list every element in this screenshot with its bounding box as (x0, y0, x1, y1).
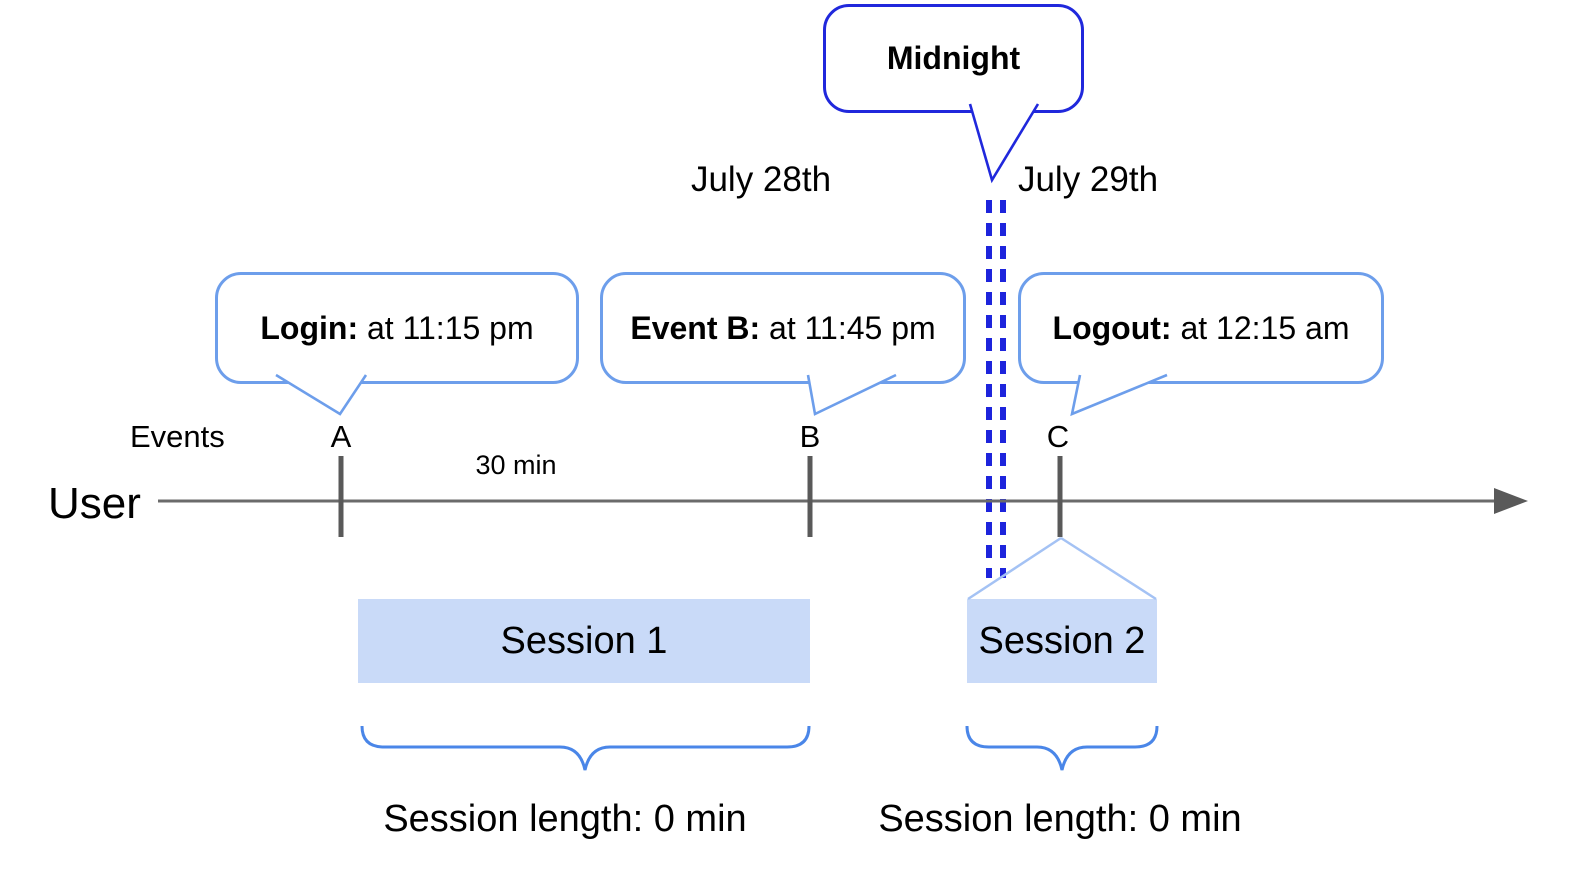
login-time: at 11:15 pm (358, 309, 534, 346)
logout-callout-bubble: Logout: at 12:15 am (1018, 272, 1384, 384)
timeline-arrowhead-icon (1494, 488, 1528, 514)
session-2-box: Session 2 (967, 599, 1157, 683)
event-b-callout-bubble: Event B: at 11:45 pm (600, 272, 966, 384)
event-mark-b: B (799, 419, 821, 454)
date-july-29: July 29th (1017, 160, 1159, 199)
session-2-length-label: Session length: 0 min (878, 798, 1242, 840)
session-1-label: Session 1 (500, 619, 668, 662)
midnight-bubble-tail (968, 103, 1040, 184)
session-2-fan-line-right (1060, 536, 1157, 601)
session-2-fan-line-left (967, 536, 1062, 601)
session-1-length-label: Session length: 0 min (383, 798, 747, 840)
events-row-label: Events (130, 419, 225, 454)
session-2-label: Session 2 (978, 619, 1146, 662)
event-b-bubble-tail (806, 373, 897, 416)
user-row-label: User (48, 479, 141, 528)
midnight-label: Midnight (886, 40, 1021, 76)
logout-label: Logout: (1052, 309, 1172, 346)
event-b-label: Event B: (630, 309, 761, 346)
logout-bubble-tail (1070, 373, 1168, 417)
login-label: Login: (260, 309, 359, 346)
event-b-time: at 11:45 pm (760, 309, 936, 346)
midnight-callout-bubble: Midnight (823, 4, 1084, 113)
date-july-28: July 28th (690, 160, 832, 199)
event-mark-a: A (330, 419, 352, 454)
login-bubble-tail (275, 373, 368, 416)
logout-time: at 12:15 am (1171, 309, 1350, 346)
interval-label-30min: 30 min (475, 450, 557, 480)
session-1-box: Session 1 (358, 599, 810, 683)
session-2-brace (965, 725, 1159, 771)
event-mark-c: C (1046, 419, 1070, 454)
login-callout-bubble: Login: at 11:15 pm (215, 272, 579, 384)
session-1-brace (360, 725, 811, 771)
